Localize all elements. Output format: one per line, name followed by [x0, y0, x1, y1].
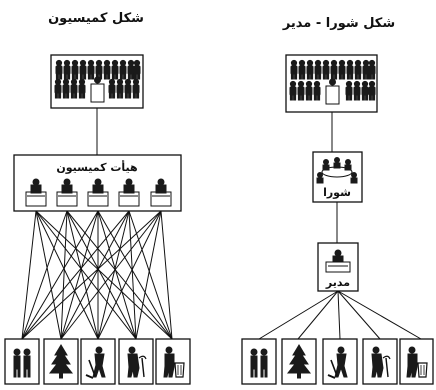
police-icon [241, 338, 277, 385]
police-icon [4, 338, 40, 385]
sanitation-icon [155, 338, 191, 385]
council-meeting-icon: شورا [312, 151, 363, 203]
commission-title: شکل کمیسیون [48, 11, 144, 26]
manager-connections [258, 290, 422, 340]
citizens-crowd-icon [50, 54, 144, 109]
council-label: شورا [323, 186, 351, 199]
manager-label: مدیر [325, 276, 350, 289]
citizens-crowd-icon [285, 54, 378, 113]
council-manager-diagram: شکل شورا - مدیر شورا [241, 16, 434, 385]
worker-icon [80, 338, 116, 385]
manager-desk-icon: مدیر [317, 242, 359, 292]
council-manager-title: شکل شورا - مدیر [282, 16, 395, 31]
council-manager-services [241, 338, 434, 385]
tree-icon [281, 338, 317, 385]
commission-board-label: هیأت کمیسیون [56, 160, 137, 174]
tree-icon [43, 338, 79, 385]
commission-board: هیأت کمیسیون [13, 154, 182, 212]
commission-connections [21, 210, 173, 340]
worker-icon [322, 338, 358, 385]
commission-services [4, 338, 191, 385]
commission-diagram: شکل کمیسیون هیأت کمیسیون [4, 11, 191, 385]
elder-icon [118, 338, 154, 385]
elder-icon [362, 338, 398, 385]
sanitation-icon [399, 338, 434, 385]
